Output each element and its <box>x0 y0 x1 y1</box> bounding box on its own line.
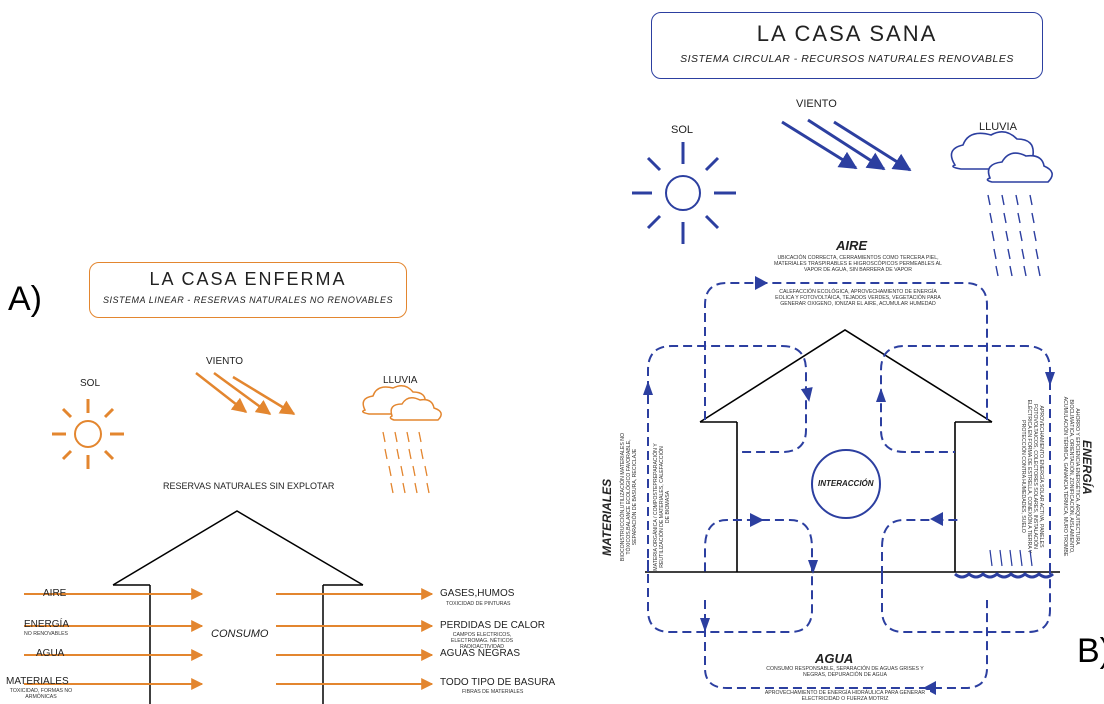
panel-a-title-box: LA CASA ENFERMA SISTEMA LINEAR - RESERVA… <box>89 262 407 318</box>
panel-a-output-basura-note: FIBRAS DE MATERIALES <box>462 689 524 695</box>
panel-a-output-basura: TODO TIPO DE BASURA <box>440 677 556 688</box>
panel-b-materiales-heading: MATERIALES <box>600 478 614 556</box>
panel-a-subtitle: SISTEMA LINEAR - RESERVAS NATURALES NO R… <box>103 295 393 305</box>
panel-a-reservas-label: RESERVAS NATURALES SIN EXPLOTAR <box>163 481 335 491</box>
panel-a-viento-label: VIENTO <box>206 356 244 367</box>
panel-b-subtitle: SISTEMA CIRCULAR - RECURSOS NATURALES RE… <box>680 53 1014 65</box>
panel-a-output-gases-note: TOXICIDAD DE PINTURAS <box>446 601 511 607</box>
interaccion-label: INTERACCIÓN <box>818 479 874 488</box>
panel-b-agua-heading: AGUA <box>815 651 854 666</box>
panel-b-aire-text-1: UBICACIÓN CORRECTA, CERRAMIENTOS COMO TE… <box>772 255 944 273</box>
panel-a-input-materiales-note: TOXICIDAD, FORMAS NO ARMÓNICAS <box>9 688 73 700</box>
panel-b-lluvia-label: LLUVIA <box>979 121 1017 133</box>
panel-b-agua-text-1: CONSUMO RESPONSABLE, SEPARACIÓN DE AGUAS… <box>760 666 930 678</box>
panel-a-input-aire: AIRE <box>43 588 67 599</box>
panel-b-water-icon <box>954 549 1054 579</box>
panel-b-aire-text-2: CALEFACCIÓN ECOLÓGICA, APROVECHAMIENTO D… <box>772 289 944 307</box>
panel-b-label: B) <box>1077 632 1104 670</box>
panel-b-sol-label: SOL <box>671 124 694 136</box>
panel-a-output-gases: GASES,HUMOS <box>440 588 515 599</box>
panel-a-label: A) <box>8 280 42 318</box>
interaction-circle <box>811 449 881 519</box>
panel-a-lluvia-label: LLUVIA <box>383 375 418 386</box>
panel-a-input-agua: AGUA <box>36 648 65 659</box>
panel-a-consumo-label: CONSUMO <box>211 628 269 640</box>
panel-a-house <box>112 510 364 704</box>
panel-b-title: LA CASA SANA <box>756 21 938 46</box>
panel-a-rain-icon <box>362 385 442 494</box>
panel-a-wind-icon <box>195 371 296 416</box>
panel-b-materiales-text-1: BIOCONSTRUCCIÓN,UTILIZACIÓN MATERIALES N… <box>620 432 638 562</box>
panel-a-input-energia-note: NO RENOVABLES <box>24 631 69 637</box>
panel-b-house <box>645 329 1060 573</box>
panel-b-title-box: LA CASA SANA SISTEMA CIRCULAR - RECURSOS… <box>651 12 1043 79</box>
panel-b-aire-heading: AIRE <box>836 238 868 253</box>
panel-b-energia-text-2: APROVECHAMIENTO ENERGÍA SOLAR ACTIVA, PA… <box>1020 399 1044 554</box>
panel-a-output-perdidas-note: CAMPOS ELECTRICOS, ELECTROMAG. NÉTICOS R… <box>450 632 514 650</box>
panel-a-title: LA CASA ENFERMA <box>149 269 347 289</box>
panel-b-materiales-text-2: MATERIA ORGÁNICA / COMPOSTEPREPARACIÓN Y… <box>653 443 671 571</box>
panel-a-sun-icon <box>52 399 124 469</box>
panel-a-input-materiales: MATERIALES <box>6 676 69 687</box>
panel-b-energia-heading: ENERGÍA <box>1080 440 1094 495</box>
panel-b-cycle-loops <box>647 282 1051 689</box>
panel-a-output-aguas: AGUAS NEGRAS <box>440 648 521 659</box>
panel-a-sol-label: SOL <box>80 378 101 389</box>
panel-b-viento-label: VIENTO <box>796 98 837 110</box>
panel-a-flow-arrows <box>24 588 434 690</box>
panel-b-sun-icon <box>632 142 736 244</box>
panel-b-agua-text-2: APROVECHAMIENTO DE ENERGÍA HIDRÁULICA PA… <box>760 690 930 702</box>
panel-b-energia-text-1: AHORRO Y EFICIENCIA ENERGÉTICA, ARQUITEC… <box>1062 396 1080 557</box>
panel-a-input-energia: ENERGÍA <box>24 619 70 630</box>
panel-a-output-perdidas: PERDIDAS DE CALOR <box>440 620 546 631</box>
panel-b-cycle-arrowheads <box>643 276 1055 695</box>
panel-b-rain-icon <box>950 131 1053 277</box>
panel-b-wind-icon <box>781 118 912 172</box>
